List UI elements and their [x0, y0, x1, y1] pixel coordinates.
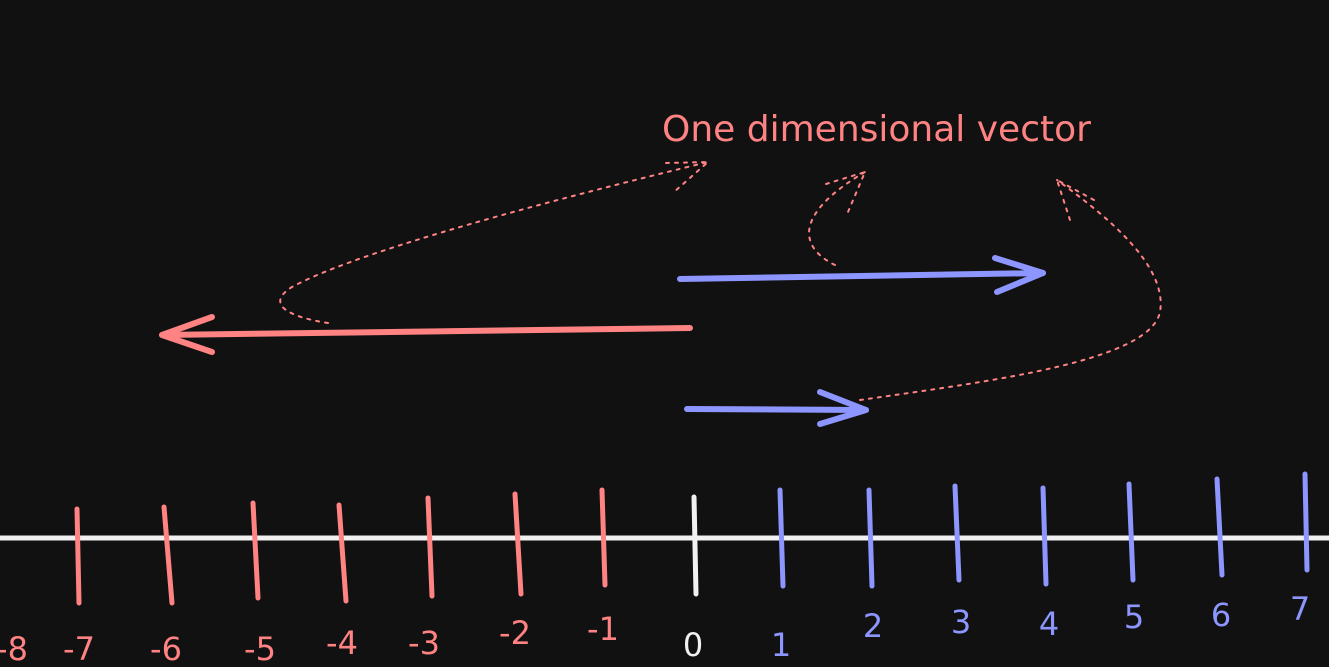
label-negative-1: -1 — [587, 610, 619, 648]
tick-negative-6 — [161, 504, 175, 606]
label-negative-2: -2 — [499, 614, 531, 652]
caption-text: One dimensional vector — [662, 109, 1091, 150]
label-negative-3: -3 — [408, 624, 440, 662]
tick-positive-6 — [1214, 476, 1225, 578]
annotation-pointers — [279, 160, 1162, 401]
tick-positive-7 — [1302, 471, 1310, 573]
label-zero: 0 — [683, 626, 703, 664]
tick-positive-4 — [1040, 485, 1049, 587]
tick-negative-4 — [336, 502, 349, 604]
tick-negative-5 — [250, 500, 261, 601]
positive-vector-short — [684, 406, 869, 413]
label-positive-3: 3 — [951, 603, 971, 641]
negative-vector-arrowhead — [159, 314, 215, 355]
label-negative-8: -8 — [0, 630, 28, 667]
tick-positive-5 — [1126, 481, 1136, 583]
label-negative-6: -6 — [150, 630, 182, 667]
label-positive-6: 6 — [1211, 596, 1231, 634]
positive-vector-long — [677, 270, 1046, 282]
label-negative-7: -7 — [63, 630, 95, 667]
positive-vector-short-arrowhead — [817, 389, 869, 427]
tick-negative-3 — [425, 495, 435, 599]
annotation-arrowhead-short-positive — [1055, 177, 1095, 221]
positive-vector-long-arrowhead — [992, 255, 1046, 295]
label-positive-5: 5 — [1124, 598, 1144, 636]
tick-positive-1 — [777, 487, 786, 589]
annotation-pointer-negative — [279, 161, 709, 324]
number-line-ticks — [74, 471, 1310, 606]
tick-zero — [691, 494, 699, 597]
negative-vector — [159, 325, 693, 338]
annotation-arrowhead-long-positive — [825, 170, 867, 213]
label-positive-4: 4 — [1039, 605, 1059, 643]
tick-positive-3 — [952, 483, 962, 583]
number-line-labels: -8 -7 -6 -5 -4 -3 -2 -1 0 1 2 3 4 5 6 7 — [0, 590, 1310, 667]
label-positive-7: 7 — [1290, 590, 1310, 628]
tick-positive-2 — [866, 487, 875, 589]
label-positive-1: 1 — [771, 626, 791, 664]
annotation-arrowhead-negative — [665, 160, 711, 193]
label-positive-2: 2 — [863, 607, 883, 645]
tick-negative-1 — [599, 487, 608, 588]
label-negative-4: -4 — [326, 624, 358, 662]
label-negative-5: -5 — [244, 630, 276, 667]
tick-negative-7 — [74, 506, 82, 606]
annotation-pointer-short-positive — [859, 179, 1162, 401]
annotation-pointer-long-positive — [808, 171, 866, 266]
tick-negative-2 — [512, 491, 524, 597]
